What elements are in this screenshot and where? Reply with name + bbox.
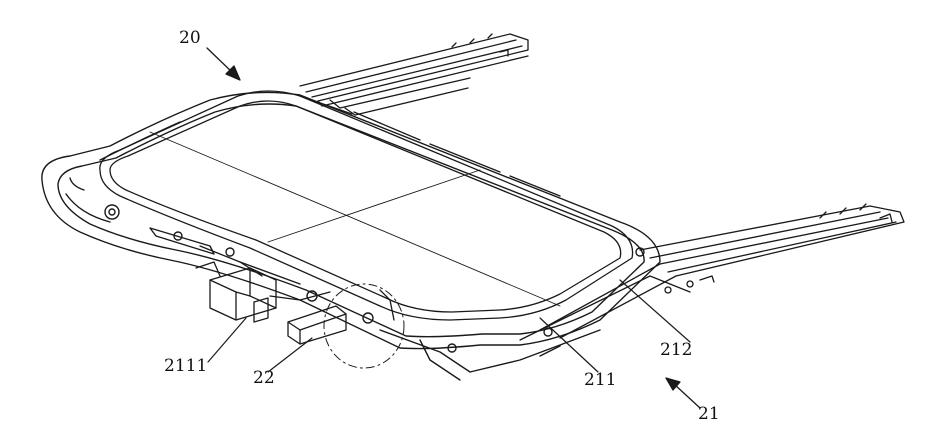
- detail-circle: [324, 284, 404, 368]
- label-22: 22: [253, 370, 275, 387]
- glass-panel: [100, 91, 633, 320]
- side-guide-rail: [520, 204, 904, 340]
- rear-guide-rail: [300, 34, 528, 115]
- drive-mechanism: [196, 246, 394, 344]
- label-211: 211: [584, 372, 616, 389]
- label-20: 20: [179, 30, 201, 47]
- outer-frame: [42, 92, 660, 380]
- label-212: 212: [660, 342, 692, 359]
- label-21: 21: [698, 406, 720, 423]
- label-2111: 2111: [164, 358, 207, 375]
